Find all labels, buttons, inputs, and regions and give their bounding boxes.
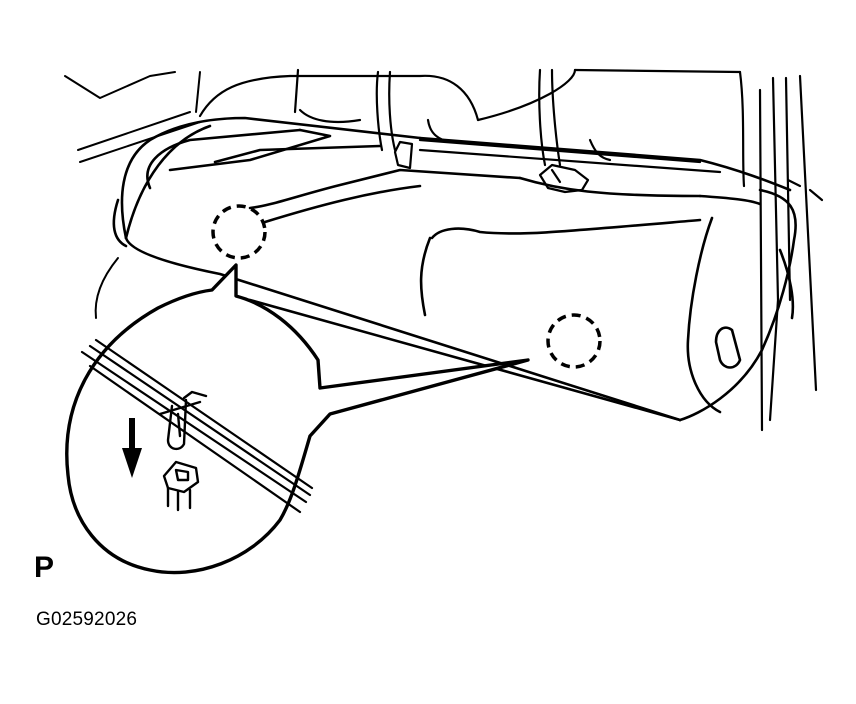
detail-push-clip (162, 460, 200, 512)
vehicle-interior-background (64, 71, 201, 319)
left-clip-callout-circle (211, 204, 267, 260)
detail-wire-hook (158, 390, 208, 451)
magnified-detail-bubble (65, 263, 530, 575)
seat-belt-buckles (393, 140, 590, 194)
figure-code: G02592026 (36, 609, 138, 630)
down-arrow-icon (122, 418, 142, 478)
detail-seat-frame-rail (80, 338, 314, 514)
view-letter-label: P (34, 551, 55, 584)
seatback-outline (198, 68, 746, 188)
clip-location-callouts (211, 204, 602, 369)
right-clip-callout-circle (546, 313, 602, 369)
seat-cushion-body (112, 116, 797, 422)
